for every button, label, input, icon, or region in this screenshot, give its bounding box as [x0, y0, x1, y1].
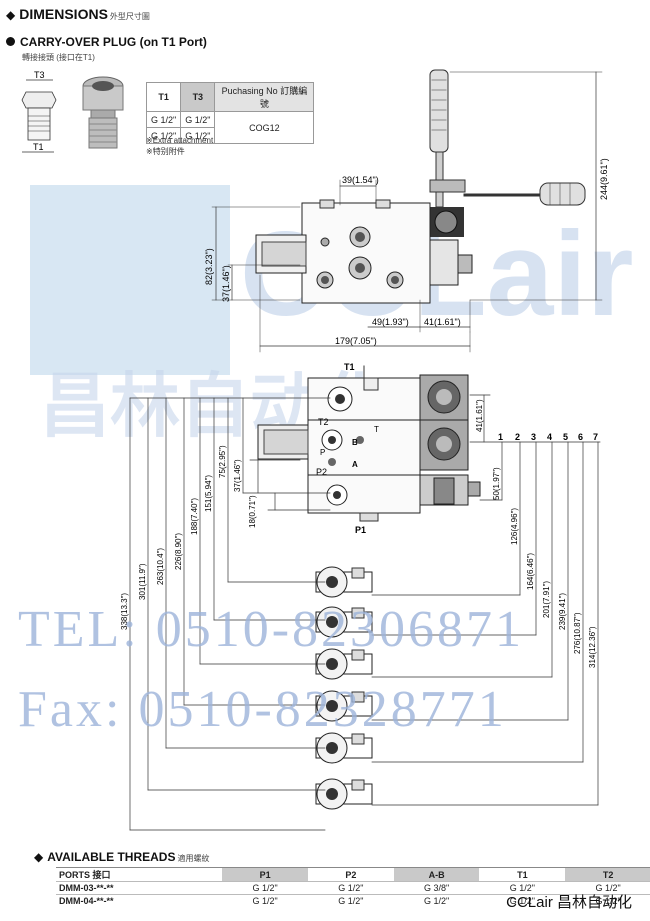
- carry-over-title: CARRY-OVER PLUG (on T1 Port): [6, 35, 207, 49]
- svg-text:7: 7: [593, 432, 598, 442]
- svg-text:239(9.41"): 239(9.41"): [558, 593, 567, 630]
- dim-label: 82(3.23"): [204, 248, 214, 285]
- table-row: DMM-04-**-** G 1/2" G 1/2" G 1/2" G 1/2"…: [56, 894, 650, 907]
- port-label: P: [320, 448, 325, 457]
- col-header: P2: [307, 867, 394, 882]
- purchasing-no: COG12: [214, 111, 315, 144]
- svg-text:18(0.71"): 18(0.71"): [248, 495, 257, 528]
- dim-label: 37(1.46"): [221, 265, 231, 302]
- svg-text:3: 3: [531, 432, 536, 442]
- svg-text:5: 5: [563, 432, 568, 442]
- svg-text:151(5.94"): 151(5.94"): [204, 475, 213, 512]
- threads-table: PORTS 接口 P1 P2 A-B T1 T2 DMM-03-**-** G …: [56, 867, 650, 907]
- table-row: G 1/2" G 1/2": [145, 127, 314, 144]
- logo-watermark: [30, 185, 230, 375]
- svg-text:2: 2: [515, 432, 520, 442]
- right-dimensions: [371, 394, 601, 806]
- table-row: DMM-03-**-** G 1/2" G 1/2" G 3/8" G 1/2"…: [56, 881, 650, 895]
- svg-text:226(8.90"): 226(8.90"): [174, 533, 183, 570]
- col-header: A-B: [393, 867, 480, 882]
- col-header: P1: [222, 867, 308, 882]
- port-label: T2: [318, 417, 329, 427]
- svg-text:50(1.97"): 50(1.97"): [492, 467, 501, 500]
- bullet-icon: [6, 37, 15, 46]
- svg-text:276(10.87"): 276(10.87"): [573, 612, 582, 654]
- carry-over-subtitle: 轉接接頭 (接口在T1): [22, 53, 95, 62]
- col-header: PORTS 接口: [56, 867, 223, 882]
- plug-sketch: T3 T1: [21, 70, 124, 153]
- dim-label: 41(1.61"): [424, 317, 461, 327]
- dim-label: 49(1.93"): [372, 317, 409, 327]
- col-header: T3: [180, 82, 216, 112]
- port-label: T: [374, 425, 379, 434]
- svg-text:263(10.4"): 263(10.4"): [156, 548, 165, 585]
- port-label: P1: [355, 525, 366, 535]
- t1-label: T1: [33, 142, 44, 152]
- svg-text:41(1.61"): 41(1.61"): [475, 399, 484, 432]
- svg-text:4: 4: [547, 432, 552, 442]
- watermark-fax: Fax: 0510-82328771: [18, 681, 507, 738]
- section-numbers: 1 2 3 4 5 6 7: [498, 432, 598, 442]
- diamond-icon: ◆: [34, 850, 44, 864]
- svg-text:126(4.96"): 126(4.96"): [510, 508, 519, 545]
- svg-text:164(6.46"): 164(6.46"): [526, 553, 535, 590]
- port-label: B: [352, 438, 358, 447]
- col-header: T1: [479, 867, 566, 882]
- dim-label: 179(7.05"): [335, 336, 377, 346]
- watermark-tel: TEL: 0510-82306871: [18, 601, 525, 658]
- stacked-sections: [315, 566, 373, 810]
- right-dimension-labels: 41(1.61") 50(1.97") 126(4.96") 164(6.46"…: [475, 399, 597, 668]
- svg-text:314(12.36"): 314(12.36"): [588, 626, 597, 668]
- left-dimensions: [129, 397, 331, 831]
- dim-label: 39(1.54"): [342, 175, 379, 185]
- table-row: G 1/2" G 1/2" COG12: [145, 111, 315, 144]
- col-header: T2: [565, 867, 650, 882]
- svg-text:338(13.3"): 338(13.3"): [120, 593, 129, 630]
- port-label: P2: [316, 467, 327, 477]
- t3-label: T3: [34, 70, 45, 80]
- side-view: 39(1.54") 244(9.61") 82(3.23") 37(1.46")…: [204, 69, 609, 353]
- svg-text:1: 1: [498, 432, 503, 442]
- svg-text:37(1.46"): 37(1.46"): [233, 459, 242, 492]
- svg-text:6: 6: [578, 432, 583, 442]
- left-dimension-labels: 338(13.3") 301(11.9") 263(10.4") 226(8.9…: [120, 445, 257, 630]
- brand-label: CCLair 昌林自动化: [506, 894, 632, 911]
- svg-text:188(7.40"): 188(7.40"): [190, 498, 199, 535]
- plan-view: T1 T2 B A P T P2 P1: [257, 362, 481, 535]
- diamond-icon: ◆: [6, 8, 16, 22]
- dim-label: 244(9.61"): [599, 158, 609, 200]
- svg-text:301(11.9"): 301(11.9"): [138, 563, 147, 600]
- svg-text:75(2.95"): 75(2.95"): [218, 445, 227, 478]
- notes: ※Extra attachment ※特别附件: [146, 136, 214, 156]
- col-header: T1: [145, 82, 182, 112]
- carry-over-table: T1 T3 Puchasing No 訂購編號 G 1/2" G 1/2" CO…: [145, 82, 315, 144]
- port-label: T1: [344, 362, 355, 372]
- svg-text:201(7.91"): 201(7.91"): [542, 581, 551, 618]
- port-label: A: [352, 460, 358, 469]
